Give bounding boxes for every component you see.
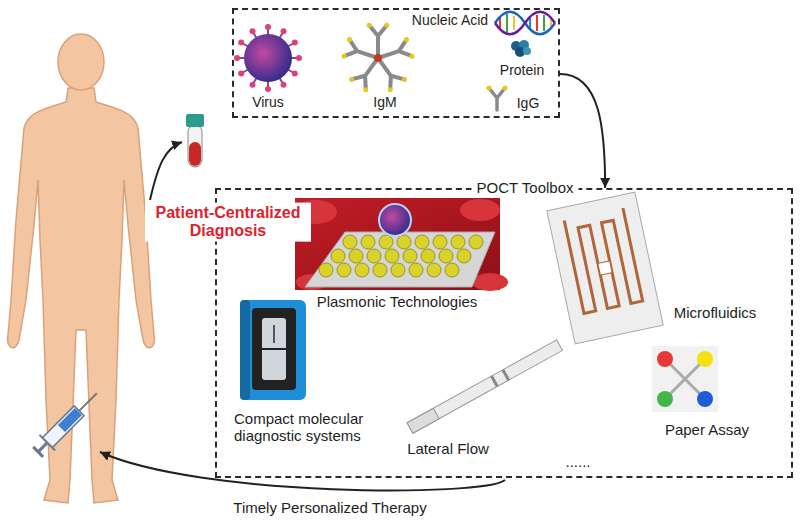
syringe-icon <box>30 385 104 459</box>
item-label: Lateral Flow <box>407 440 489 457</box>
item-label: Protein <box>500 62 544 78</box>
virus-icon <box>234 24 302 92</box>
item-label: Compact molecular diagnostic systems <box>234 410 394 445</box>
therapy-arrow <box>100 452 505 490</box>
item-label: Microfluidics <box>674 304 757 321</box>
blood-tube <box>186 114 204 167</box>
paper-assay-icon <box>652 346 718 412</box>
item-label: ...... <box>565 453 590 470</box>
protein-icon <box>511 40 531 57</box>
igm-icon <box>344 25 412 90</box>
item-label: Virus <box>252 94 284 110</box>
dna-icon <box>495 12 555 35</box>
group-heading: POCT Toolbox <box>472 179 579 196</box>
sampling-arrow <box>150 142 182 200</box>
item-label: IgG <box>517 95 540 111</box>
igm-tips <box>342 23 415 93</box>
lateral-flow-strip <box>407 340 562 433</box>
item-label: IgM <box>373 94 396 110</box>
biomarker-box: Nucleic AcidVirus ProteinIgM IgG <box>232 8 560 118</box>
plasmonic-image <box>293 198 508 291</box>
item-label: Nucleic Acid <box>412 12 488 28</box>
microfluidic-chip <box>547 192 663 344</box>
therapy-label: Timely Personalized Therapy <box>230 498 429 517</box>
molecular-device <box>240 300 306 400</box>
flow-arrow <box>560 74 605 188</box>
diagnosis-title: Patient-Centralized Diagnosis <box>145 203 311 242</box>
igg-icon <box>487 86 508 111</box>
item-label: Plasmonic Technologies <box>317 293 478 310</box>
human-figure <box>8 34 155 503</box>
item-label: Paper Assay <box>665 421 749 438</box>
